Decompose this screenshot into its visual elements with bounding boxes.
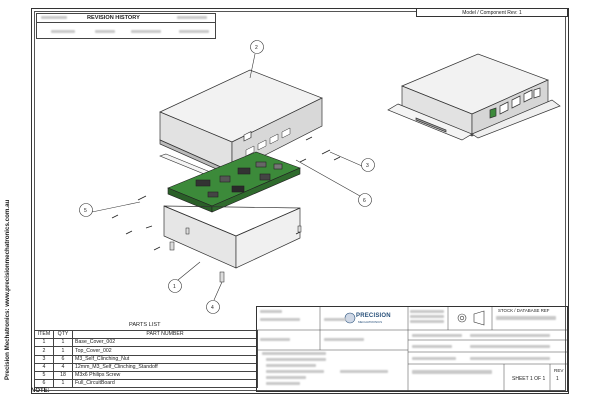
header-part-number: PART NUMBER [72, 329, 258, 340]
table-row: 2 1 Top_Cover_002 [34, 346, 258, 356]
sheet-number: SHEET 1 OF 1 [512, 376, 545, 382]
base-cover [163, 205, 301, 269]
cell-item: 2 [34, 346, 54, 356]
blurred-text [266, 358, 326, 361]
blurred-text [41, 16, 67, 19]
projection-symbol [457, 310, 485, 326]
blurred-text [260, 310, 282, 313]
sheet-of-label: OF [534, 376, 542, 382]
cell-qty: 1 [53, 379, 73, 389]
cell-item: 4 [34, 362, 54, 372]
cell-qty: 1 [53, 338, 73, 348]
blurred-text [260, 338, 290, 341]
title-block-lines [256, 306, 568, 392]
drawing-inner-border [34, 11, 566, 391]
assembled-iso-view [387, 53, 561, 141]
model-rev-header: Model / Component Rev: 1 [416, 8, 568, 17]
revision-history-title: REVISION HISTORY [87, 15, 140, 21]
cell-item: 6 [34, 379, 54, 389]
sheet-value: 1 [529, 376, 533, 382]
standoffs [169, 225, 302, 283]
blurred-text [412, 370, 492, 374]
blurred-text [262, 352, 326, 355]
port-cutouts [245, 127, 291, 157]
blurred-text [410, 320, 444, 323]
title-block [256, 306, 568, 392]
cell-item: 3 [34, 354, 54, 364]
blurred-text [179, 30, 209, 33]
blurred-text [412, 334, 462, 337]
table-row: 1 1 Base_Cover_002 [34, 338, 258, 348]
cell-item: 1 [34, 338, 54, 348]
cell-qty: 1 [53, 346, 73, 356]
cell-part: Top_Cover_002 [72, 346, 258, 356]
rev-value: 1 [556, 376, 559, 382]
blurred-text [340, 370, 388, 373]
balloon-4: 4 [211, 305, 214, 311]
cell-qty: 4 [53, 362, 73, 372]
parts-list-title: PARTS LIST [129, 322, 161, 328]
cell-part: M3x6 Philips Screw [72, 370, 258, 381]
balloon-1: 1 [173, 284, 176, 290]
rev-label: REV [554, 368, 564, 373]
sheet-label: SHEET [512, 376, 529, 382]
blurred-text [266, 364, 316, 367]
cell-part: 12mm_M3_Self_Clinching_Standoff [72, 362, 258, 372]
blurred-text [266, 370, 324, 373]
blurred-text [266, 382, 300, 385]
blurred-text [324, 318, 346, 321]
balloon-5: 5 [84, 208, 87, 214]
revision-history-table: REVISION HISTORY [36, 13, 216, 39]
header-item: ITEM [34, 329, 54, 340]
blurred-text [131, 30, 161, 33]
blurred-text [470, 345, 550, 348]
note-label: NOTE: [31, 388, 50, 394]
blurred-text [260, 318, 300, 321]
cell-part: Full_CircuitBoard [72, 379, 258, 389]
divider [37, 22, 215, 23]
parts-header-row: ITEM QTY PART NUMBER [34, 329, 258, 340]
blurred-text [266, 376, 306, 379]
cell-item: 5 [34, 370, 54, 381]
balloon-3: 3 [366, 163, 369, 169]
table-row: 6 1 Full_CircuitBoard [34, 379, 258, 389]
screws [111, 136, 341, 251]
blurred-text [412, 357, 456, 360]
drawing-sheet-border [31, 8, 569, 394]
parts-table: ITEM QTY PART NUMBER 1 1 Base_Cover_002 … [34, 329, 258, 389]
balloon-2: 2 [255, 45, 258, 51]
stock-database-label: STOCK / DATABASE REF [498, 308, 550, 313]
table-row: 5 18 M3x6 Philips Screw [34, 370, 258, 381]
parts-list: PARTS LIST ITEM QTY PART NUMBER 1 1 Base… [34, 322, 258, 392]
blurred-text [324, 338, 364, 341]
cell-part: M3_Self_Clinching_Nut [72, 354, 258, 364]
callouts [79, 40, 375, 314]
blurred-text [95, 30, 115, 33]
sheet-total: 1 [542, 376, 546, 382]
blurred-text [410, 315, 444, 318]
header-qty: QTY [53, 329, 73, 340]
blurred-text [470, 357, 550, 360]
logo-text: PRECISION [356, 313, 391, 319]
balloon-6: 6 [363, 198, 366, 204]
cell-qty: 6 [53, 354, 73, 364]
table-row: 4 4 12mm_M3_Self_Clinching_Standoff [34, 362, 258, 372]
blurred-text [177, 16, 207, 19]
callout-numbers: 2 3 6 5 1 4 [84, 45, 369, 311]
logo-subtext: MECHATRONICS [358, 320, 383, 324]
blurred-text [412, 345, 452, 348]
circuit-board [167, 151, 301, 213]
blurred-text [51, 30, 75, 33]
cell-part: Base_Cover_002 [72, 338, 258, 348]
blurred-text [496, 316, 556, 320]
table-row: 3 6 M3_Self_Clinching_Nut [34, 354, 258, 364]
blurred-text [470, 334, 550, 337]
blurred-text [410, 310, 444, 313]
cell-qty: 18 [53, 370, 73, 381]
